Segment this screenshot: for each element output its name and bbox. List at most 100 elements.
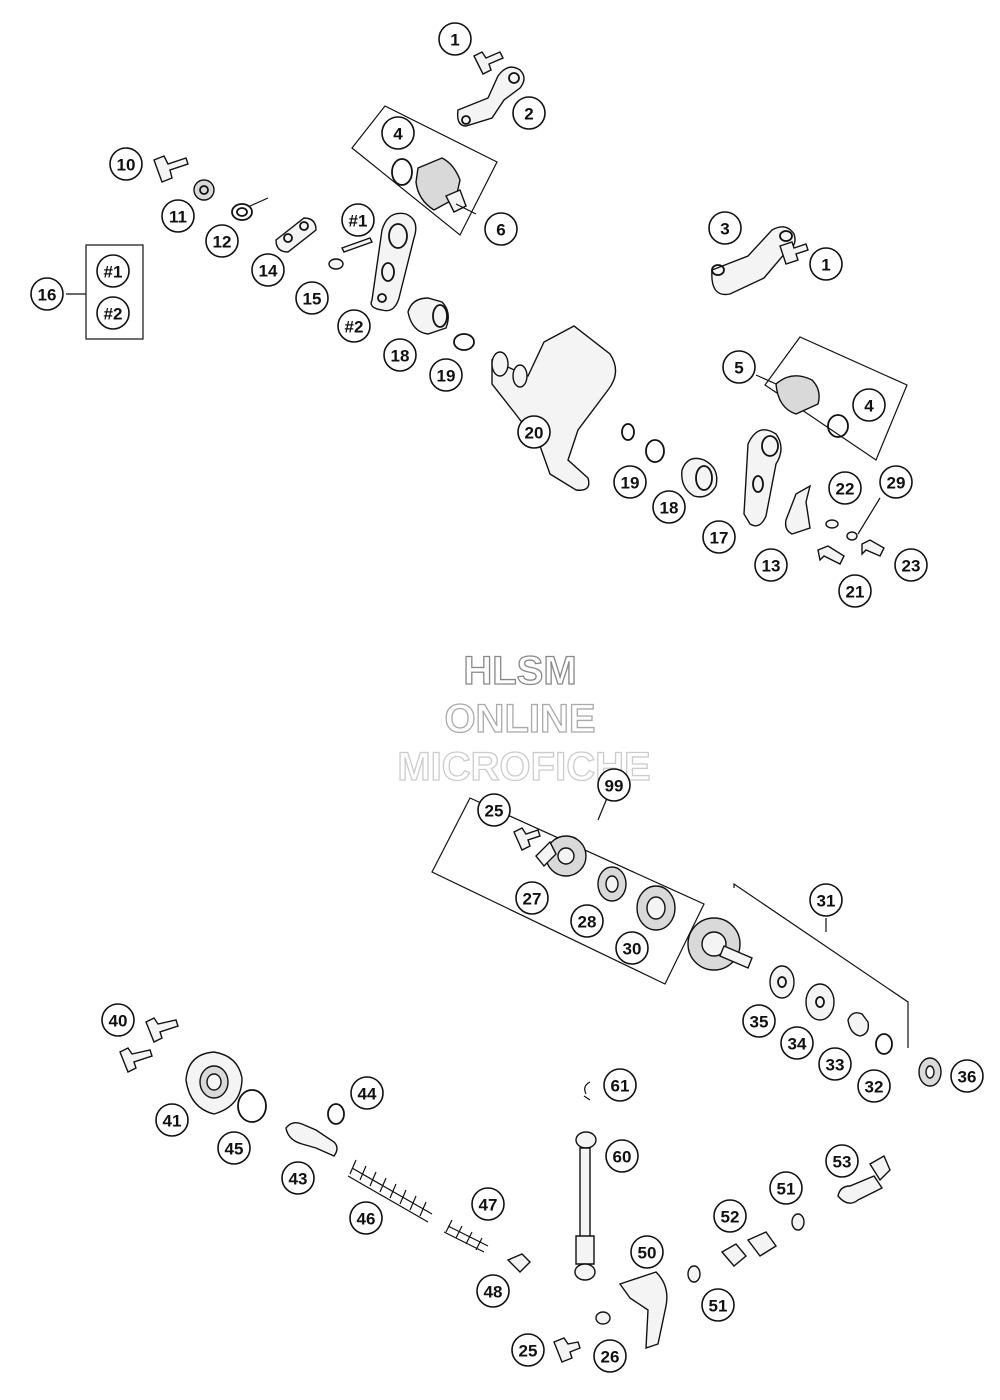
callout-c10: 10 [109, 147, 143, 181]
callout-c25a: 25 [477, 793, 511, 827]
callout-label: 20 [525, 424, 544, 443]
callout-label: 36 [958, 1068, 977, 1087]
callout-circle [281, 1161, 315, 1195]
callout-circle [155, 1103, 189, 1137]
callout-label: 27 [523, 890, 542, 909]
callout-circle [515, 881, 549, 915]
callout-label: 46 [357, 1210, 376, 1229]
callout-circle [484, 212, 518, 246]
callout-label: 3 [720, 220, 729, 239]
callout-circle [838, 574, 872, 608]
callout-c50: 50 [630, 1235, 664, 1269]
callout-c34: 34 [780, 1026, 814, 1060]
callout-c51a: 51 [769, 1171, 803, 1205]
callout-label: 14 [259, 262, 278, 281]
callout-circle [349, 1201, 383, 1235]
callout-c11: 11 [161, 199, 195, 233]
callout-c48: 48 [476, 1274, 510, 1308]
callout-circle [251, 253, 285, 287]
callout-circle [101, 1003, 135, 1037]
callout-label: 13 [762, 557, 781, 576]
callout-label: 43 [289, 1170, 308, 1189]
callout-circle [295, 281, 329, 315]
callout-circle [476, 1274, 510, 1308]
callout-label: 5 [734, 359, 743, 378]
callout-c17: 17 [702, 520, 736, 554]
callout-label: 47 [479, 1196, 498, 1215]
callout-cs1b: #1 [96, 254, 130, 288]
callout-circle [512, 96, 546, 130]
callout-label: 40 [109, 1012, 128, 1031]
leader-lines [455, 203, 881, 932]
callout-label: 31 [817, 892, 836, 911]
callout-circle [894, 548, 928, 582]
callout-c3: 3 [708, 211, 742, 245]
callout-c51b: 51 [701, 1288, 735, 1322]
callout-circle [809, 883, 843, 917]
callout-label: 32 [865, 1078, 884, 1097]
callout-circle [217, 1131, 251, 1165]
callout-label: 35 [750, 1013, 769, 1032]
callout-circle [517, 415, 551, 449]
callout-c31: 31 [809, 883, 843, 917]
callout-label: 16 [38, 286, 57, 305]
callout-label: 29 [887, 474, 906, 493]
callout-label: 60 [613, 1148, 632, 1167]
callout-c27: 27 [515, 881, 549, 915]
callout-circle [769, 1171, 803, 1205]
callout-c13: 13 [754, 548, 788, 582]
callout-circle [511, 1333, 545, 1367]
callout-circle [381, 116, 415, 150]
callout-label: #2 [104, 305, 123, 324]
callout-c47: 47 [471, 1187, 505, 1221]
callout-circle [96, 254, 130, 288]
callout-label: 48 [484, 1283, 503, 1302]
callout-c28: 28 [570, 904, 604, 938]
callout-c30: 30 [615, 931, 649, 965]
callout-c19b: 19 [613, 465, 647, 499]
callout-label: 33 [826, 1056, 845, 1075]
callout-circle [754, 548, 788, 582]
callout-c44: 44 [350, 1076, 384, 1110]
callout-circle [477, 793, 511, 827]
callout-c99: 99 [597, 768, 631, 802]
callout-circle [722, 350, 756, 384]
callout-cs2a: #2 [337, 309, 371, 343]
callout-label: 1 [821, 256, 830, 275]
callout-c41: 41 [155, 1103, 189, 1137]
callout-label: 1 [450, 31, 459, 50]
callout-label: 51 [709, 1297, 728, 1316]
spring-46-drawing [347, 1159, 433, 1223]
callout-circle [593, 1339, 627, 1373]
callout-circle [471, 1187, 505, 1221]
callout-c53: 53 [825, 1144, 859, 1178]
callout-label: 22 [836, 480, 855, 499]
callout-circle [350, 1076, 384, 1110]
callout-c5: 5 [722, 350, 756, 384]
callout-c22: 22 [828, 471, 862, 505]
callout-circle [30, 277, 64, 311]
callout-label: 99 [605, 777, 624, 796]
callout-label: 10 [117, 156, 136, 175]
watermark-line2: ONLINE [444, 697, 595, 741]
callout-circle [950, 1059, 984, 1093]
callout-circle [205, 224, 239, 258]
callout-label: #1 [349, 212, 368, 231]
callout-c35: 35 [742, 1004, 776, 1038]
callout-circle [109, 147, 143, 181]
callout-circle [597, 768, 631, 802]
callout-label: 2 [524, 105, 533, 124]
callout-label: 44 [358, 1085, 377, 1104]
callout-label: 21 [846, 583, 865, 602]
callout-circle [337, 309, 371, 343]
callout-label: 61 [611, 1077, 630, 1096]
callout-c46: 46 [349, 1201, 383, 1235]
callout-label: 30 [623, 940, 642, 959]
callout-label: 18 [660, 499, 679, 518]
callout-c1b: 1 [809, 247, 843, 281]
callout-c25b: 25 [511, 1333, 545, 1367]
part-drawings-lower [119, 797, 942, 1363]
callout-cs2b: #2 [96, 296, 130, 330]
callout-circle [570, 904, 604, 938]
callout-circle [809, 247, 843, 281]
